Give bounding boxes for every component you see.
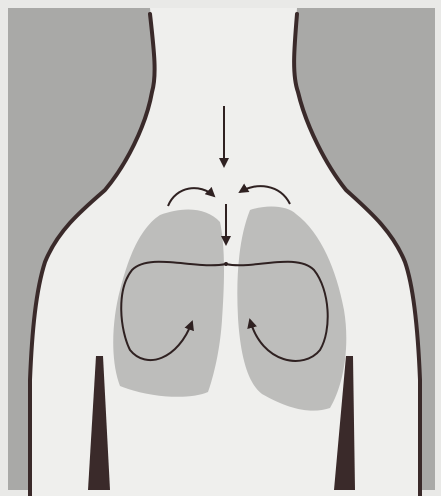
bifurcation-point [224, 262, 228, 266]
